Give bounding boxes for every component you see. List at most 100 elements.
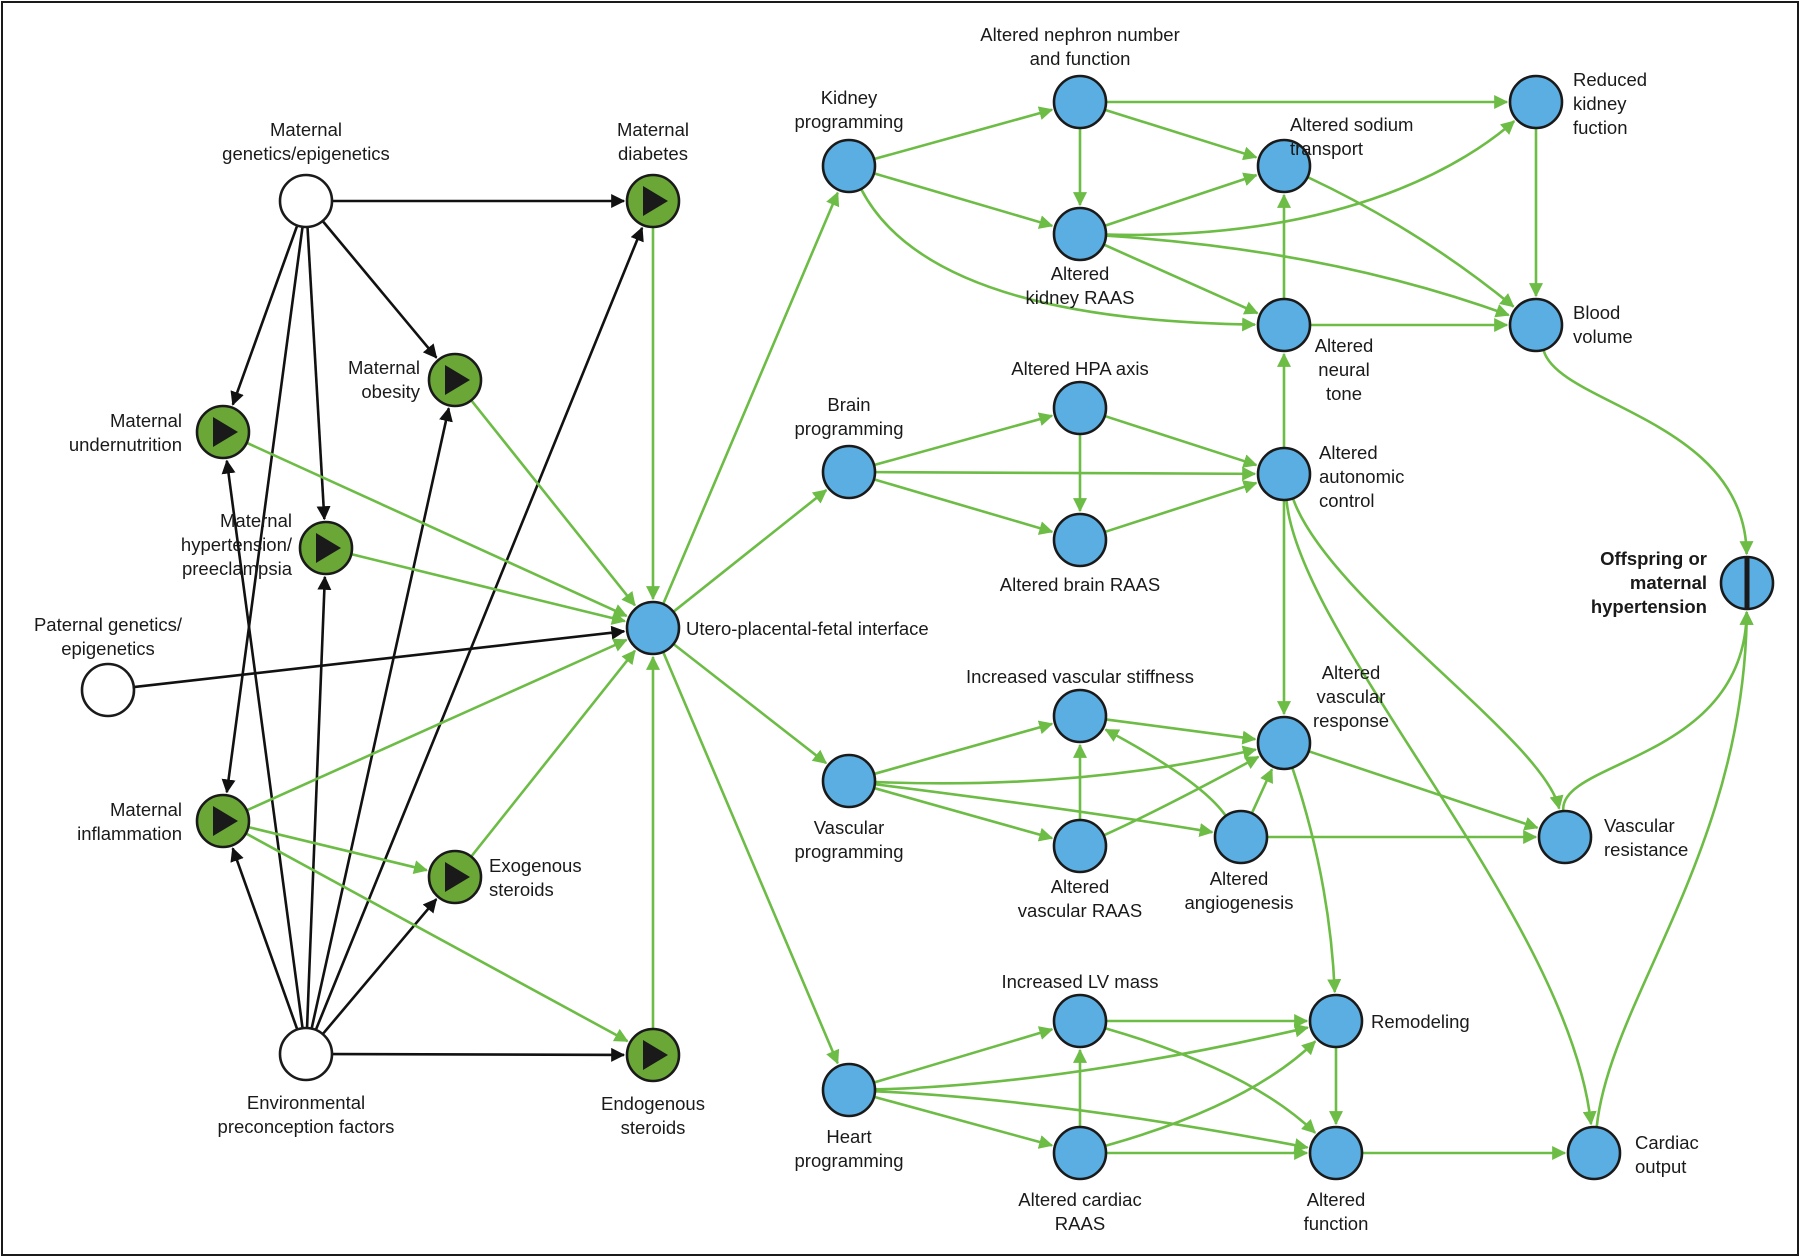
node-mat_hyp [298, 520, 354, 576]
label-blood_vol: Blood volume [1573, 302, 1633, 347]
node-circle-interface [625, 600, 681, 656]
node-circle-blood_vol [1508, 297, 1564, 353]
label-line: Increased LV mass [1002, 971, 1159, 992]
label-line: preeclampsia [182, 558, 293, 579]
edge-hpa-to-autonomic [1105, 415, 1258, 468]
edge-env-to-mat_obes [310, 407, 453, 1028]
label-brain_raas: Altered brain RAAS [1000, 574, 1160, 595]
edge-card_out-to-offspring [1595, 610, 1754, 1127]
node-mat_infl [195, 793, 251, 849]
label-line: volume [1573, 326, 1633, 347]
play-icon [316, 533, 341, 563]
edges-layer [134, 95, 1754, 1160]
node-endo [625, 1027, 681, 1083]
edge-mat_gen-to-mat_under [230, 225, 299, 406]
label-line: neural [1318, 359, 1369, 380]
edge-vasc_prog-to-stiff [874, 720, 1054, 775]
edge-brain_prog-to-brain_raas [874, 478, 1054, 535]
label-line: genetics/epigenetics [222, 143, 390, 164]
edge-lv_mass-to-func [1105, 1027, 1317, 1134]
label-stiff: Increased vascular stiffness [966, 666, 1194, 687]
node-circle-brain_raas [1052, 512, 1108, 568]
edge-exo-to-interface [470, 649, 636, 857]
edge-mat_infl-to-endo [246, 832, 629, 1043]
label-line: Altered cardiac [1018, 1189, 1141, 1210]
node-circle-pat_gen [80, 662, 136, 718]
edge-heart_prog-to-lv_mass [874, 1026, 1054, 1084]
label-line: diabetes [618, 143, 688, 164]
label-line: Blood [1573, 302, 1620, 323]
node-circle-sodium [1256, 138, 1312, 194]
label-line: vascular [1317, 686, 1386, 707]
node-circle-autonomic [1256, 446, 1312, 502]
edge-vasc_prog-to-vasc_resp [875, 745, 1257, 785]
edge-autonomic-to-card_out [1285, 500, 1597, 1126]
node-kidney_prog [821, 138, 877, 194]
node-circle-vasc_resp [1256, 715, 1312, 771]
node-heart_prog [821, 1062, 877, 1118]
edge-angio-to-stiff [1104, 728, 1227, 816]
node-circle-kidney_prog [821, 138, 877, 194]
node-func [1308, 1125, 1364, 1181]
edge-pat_gen-to-interface [134, 625, 626, 689]
label-line: Maternal [110, 410, 182, 431]
node-circle-hpa [1052, 380, 1108, 436]
edge-angio-to-vasc_resp [1251, 768, 1274, 813]
label-line: hypertension [1591, 596, 1707, 617]
node-brain_prog [821, 444, 877, 500]
node-circle-kidney_raas [1052, 206, 1108, 262]
edge-mat_gen-to-mat_hyp [306, 227, 331, 521]
node-mat_gen [278, 173, 334, 229]
node-exo [427, 849, 483, 905]
node-neural [1256, 297, 1312, 353]
label-line: Paternal genetics/ [34, 614, 183, 635]
label-line: Endogenous [601, 1093, 705, 1114]
edge-kidney_raas-to-neural [1104, 243, 1259, 315]
label-line: Maternal [270, 119, 342, 140]
label-line: and function [1030, 48, 1131, 69]
edge-brain_raas-to-autonomic [1105, 480, 1258, 533]
node-brain_raas [1052, 512, 1108, 568]
label-line: resistance [1604, 839, 1688, 860]
label-line: RAAS [1055, 1213, 1105, 1234]
edge-mat_gen-to-mat_obes [322, 220, 438, 359]
node-circle-stiff [1052, 688, 1108, 744]
node-circle-mat_gen [278, 173, 334, 229]
label-line: Altered [1319, 442, 1378, 463]
edge-brain_prog-to-autonomic [875, 466, 1257, 481]
edge-env-to-mat_infl [230, 847, 299, 1030]
label-line: steroids [489, 879, 554, 900]
node-vasc_resp [1256, 715, 1312, 771]
edge-interface-to-brain_prog [673, 489, 828, 613]
nodes-layer [80, 74, 1775, 1181]
node-cardiac_raas [1052, 1125, 1108, 1181]
edge-mat_infl-to-interface [247, 638, 628, 812]
node-stiff [1052, 688, 1108, 744]
label-mat_gen: Maternal genetics/epigenetics [222, 119, 390, 164]
node-circle-neural [1256, 297, 1312, 353]
node-circle-brain_prog [821, 444, 877, 500]
label-line: Altered nephron number [980, 24, 1180, 45]
node-circle-vasc_raas [1052, 818, 1108, 874]
node-angio [1213, 809, 1269, 865]
label-line: kidney [1573, 93, 1627, 114]
node-circle-cardiac_raas [1052, 1125, 1108, 1181]
edge-cardiac_raas-to-remodel [1105, 1040, 1317, 1147]
edge-mat_infl-to-exo [248, 826, 428, 874]
label-line: Maternal [220, 510, 292, 531]
node-circle-nephron [1052, 74, 1108, 130]
label-line: Altered [1307, 1189, 1366, 1210]
label-line: programming [795, 841, 904, 862]
